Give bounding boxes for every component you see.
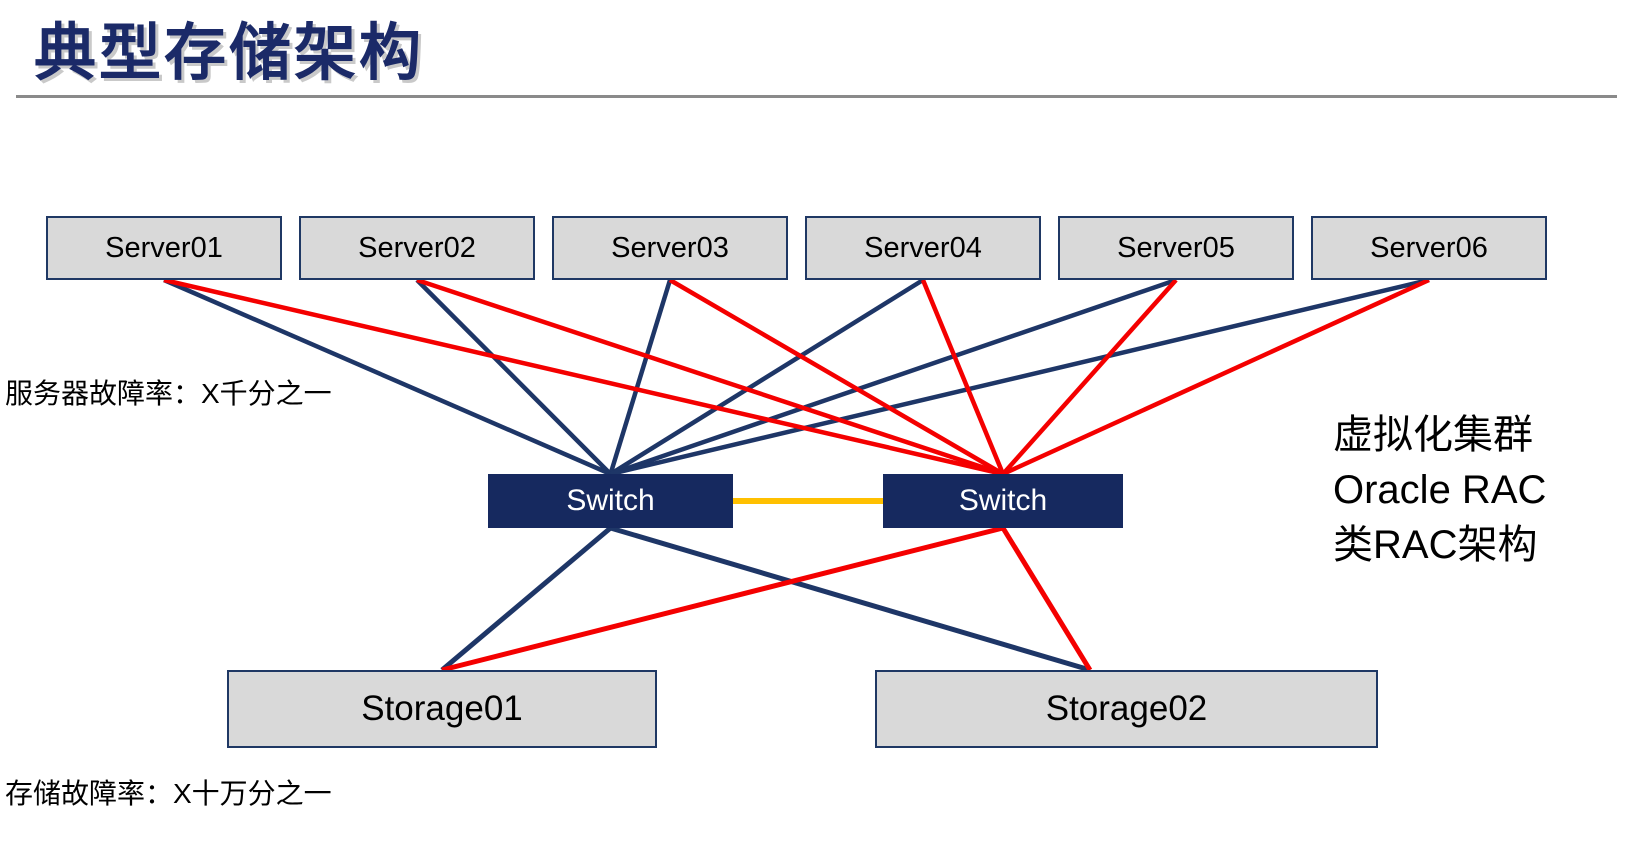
node-server02: Server02 <box>299 216 535 280</box>
storage-fault-rate-label: 存储故障率：X十万分之一 <box>5 778 332 809</box>
server06-label: Server06 <box>1370 231 1488 264</box>
cluster-note-line-3: 类RAC架构 <box>1333 523 1538 567</box>
server-fault-rate-label: 服务器故障率：X千分之一 <box>5 378 332 409</box>
edge-server05-switch2 <box>1001 278 1178 476</box>
cluster-note: 虚拟化集群 Oracle RAC 类RAC架构 <box>1333 408 1546 573</box>
page-title: 典型存储架构 <box>34 19 425 88</box>
switch2-label: Switch <box>958 484 1048 517</box>
edge-server03-switch1 <box>608 279 673 475</box>
node-server01: Server01 <box>46 216 282 280</box>
edge-server01-switch2 <box>163 277 1004 477</box>
storage02-label: Storage02 <box>1045 689 1208 728</box>
server05-label: Server05 <box>1117 231 1235 264</box>
node-switch1: Switch <box>488 474 733 528</box>
server04-label: Server04 <box>864 231 982 264</box>
edge-server04-switch1 <box>609 278 925 476</box>
cluster-note-line-2: Oracle RAC <box>1333 468 1547 512</box>
switch1-label: Switch <box>566 484 655 517</box>
node-server04: Server04 <box>805 216 1041 280</box>
edge-server02-switch2 <box>416 277 1004 477</box>
edge-server03-switch2 <box>668 278 1005 476</box>
node-storage01: Storage01 <box>227 670 657 748</box>
edge-switch2-storage01 <box>441 525 1004 673</box>
storage01-label: Storage01 <box>361 689 523 728</box>
cluster-note-line-1: 虚拟化集群 <box>1333 413 1533 457</box>
edge-switch1-storage01 <box>440 526 613 672</box>
edge-server01-switch1 <box>163 277 612 477</box>
edge-switch2-storage02 <box>1000 526 1093 672</box>
edge-server04-switch2 <box>920 279 1006 475</box>
server03-label: Server03 <box>611 231 729 264</box>
node-server03: Server03 <box>552 216 788 280</box>
node-storage02: Storage02 <box>875 670 1378 748</box>
edge-server02-switch1 <box>415 278 613 476</box>
edge-switch1-storage02 <box>609 525 1091 673</box>
edge-server06-switch2 <box>1002 277 1430 477</box>
title-separator-line <box>16 95 1617 98</box>
node-switch2: Switch <box>883 474 1123 528</box>
server01-label: Server01 <box>105 231 223 264</box>
node-server05: Server05 <box>1058 216 1294 280</box>
edge-server05-switch1 <box>609 277 1177 477</box>
edge-server06-switch1 <box>609 277 1430 477</box>
node-server06: Server06 <box>1311 216 1547 280</box>
server02-label: Server02 <box>358 231 476 264</box>
